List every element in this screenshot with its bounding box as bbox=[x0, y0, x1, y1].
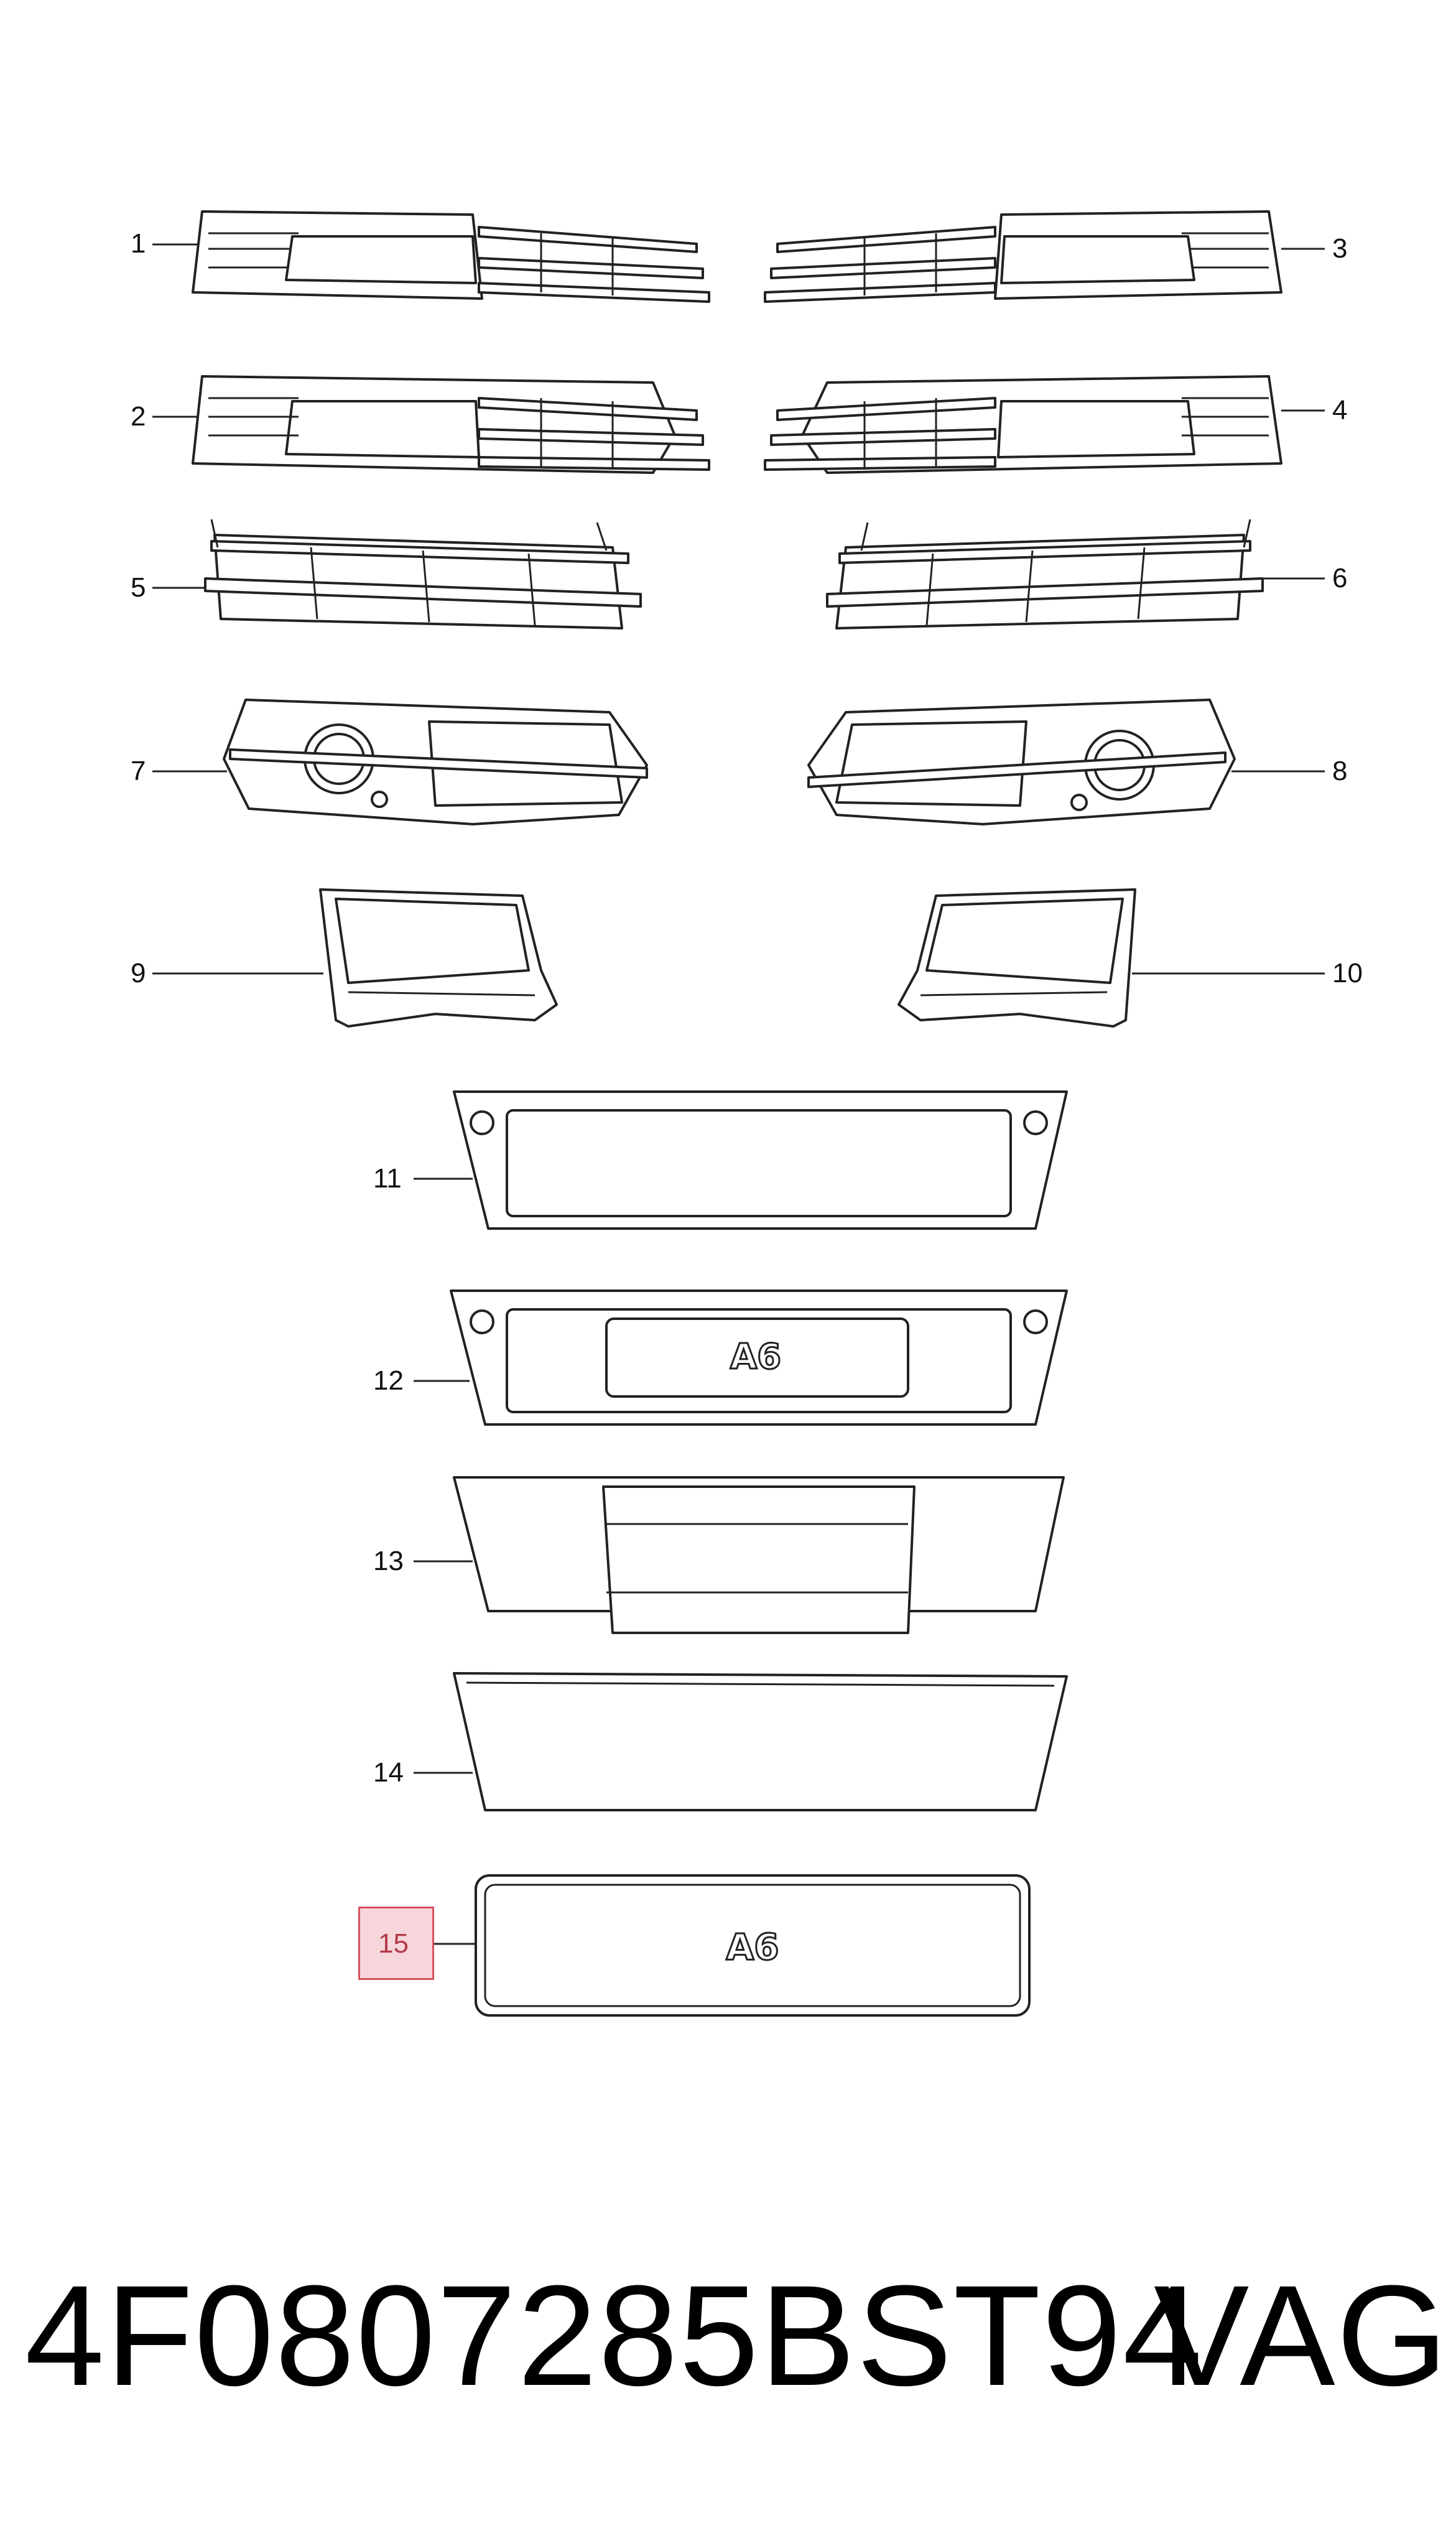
callout-7: 7 bbox=[131, 756, 146, 786]
callout-13: 13 bbox=[373, 1546, 404, 1576]
emblem-text-part-12: A6 bbox=[730, 1337, 781, 1377]
part-4-grille-right-lower bbox=[764, 375, 1282, 474]
part-12-center-insert-with-emblem: A6 bbox=[450, 1289, 1068, 1426]
part-8-foglamp-bezel-right bbox=[807, 699, 1236, 825]
emblem-text-part-15: A6 bbox=[726, 1926, 779, 1968]
callout-4: 4 bbox=[1332, 395, 1348, 425]
part-6-grille-frame-right bbox=[826, 519, 1264, 630]
callout-14: 14 bbox=[373, 1757, 404, 1788]
part-13-cover-with-pocket bbox=[453, 1476, 1065, 1634]
part-7-foglamp-bezel-left bbox=[223, 699, 648, 825]
part-10-bracket-right bbox=[897, 888, 1136, 1028]
callout-15-highlight bbox=[358, 1907, 434, 1980]
callout-12: 12 bbox=[373, 1365, 404, 1396]
part-15-emblem-plate: A6 bbox=[475, 1874, 1031, 2017]
callout-1: 1 bbox=[131, 228, 146, 259]
callout-11: 11 bbox=[373, 1163, 402, 1194]
callout-10: 10 bbox=[1332, 958, 1363, 988]
part-11-center-insert bbox=[453, 1090, 1068, 1230]
part-3-grille-right-upper bbox=[764, 210, 1282, 303]
callout-9: 9 bbox=[131, 958, 146, 988]
part-1-grille-left-upper bbox=[192, 210, 710, 303]
footer-brand: VAG bbox=[1154, 2256, 1449, 2415]
callout-5: 5 bbox=[131, 572, 146, 603]
callout-8: 8 bbox=[1332, 756, 1348, 786]
part-9-bracket-left bbox=[319, 888, 558, 1028]
callout-2: 2 bbox=[131, 401, 146, 432]
footer-part-number: 4F0807285BST94 bbox=[25, 2256, 1203, 2415]
part-2-grille-left-lower bbox=[192, 375, 710, 474]
callout-6: 6 bbox=[1332, 563, 1348, 593]
callout-15: 15 bbox=[378, 1928, 409, 1959]
callout-3: 3 bbox=[1332, 233, 1348, 264]
part-5-grille-frame-left bbox=[204, 519, 642, 630]
part-14-plain-cover bbox=[453, 1672, 1068, 1811]
leader-lines bbox=[152, 243, 1325, 1945]
